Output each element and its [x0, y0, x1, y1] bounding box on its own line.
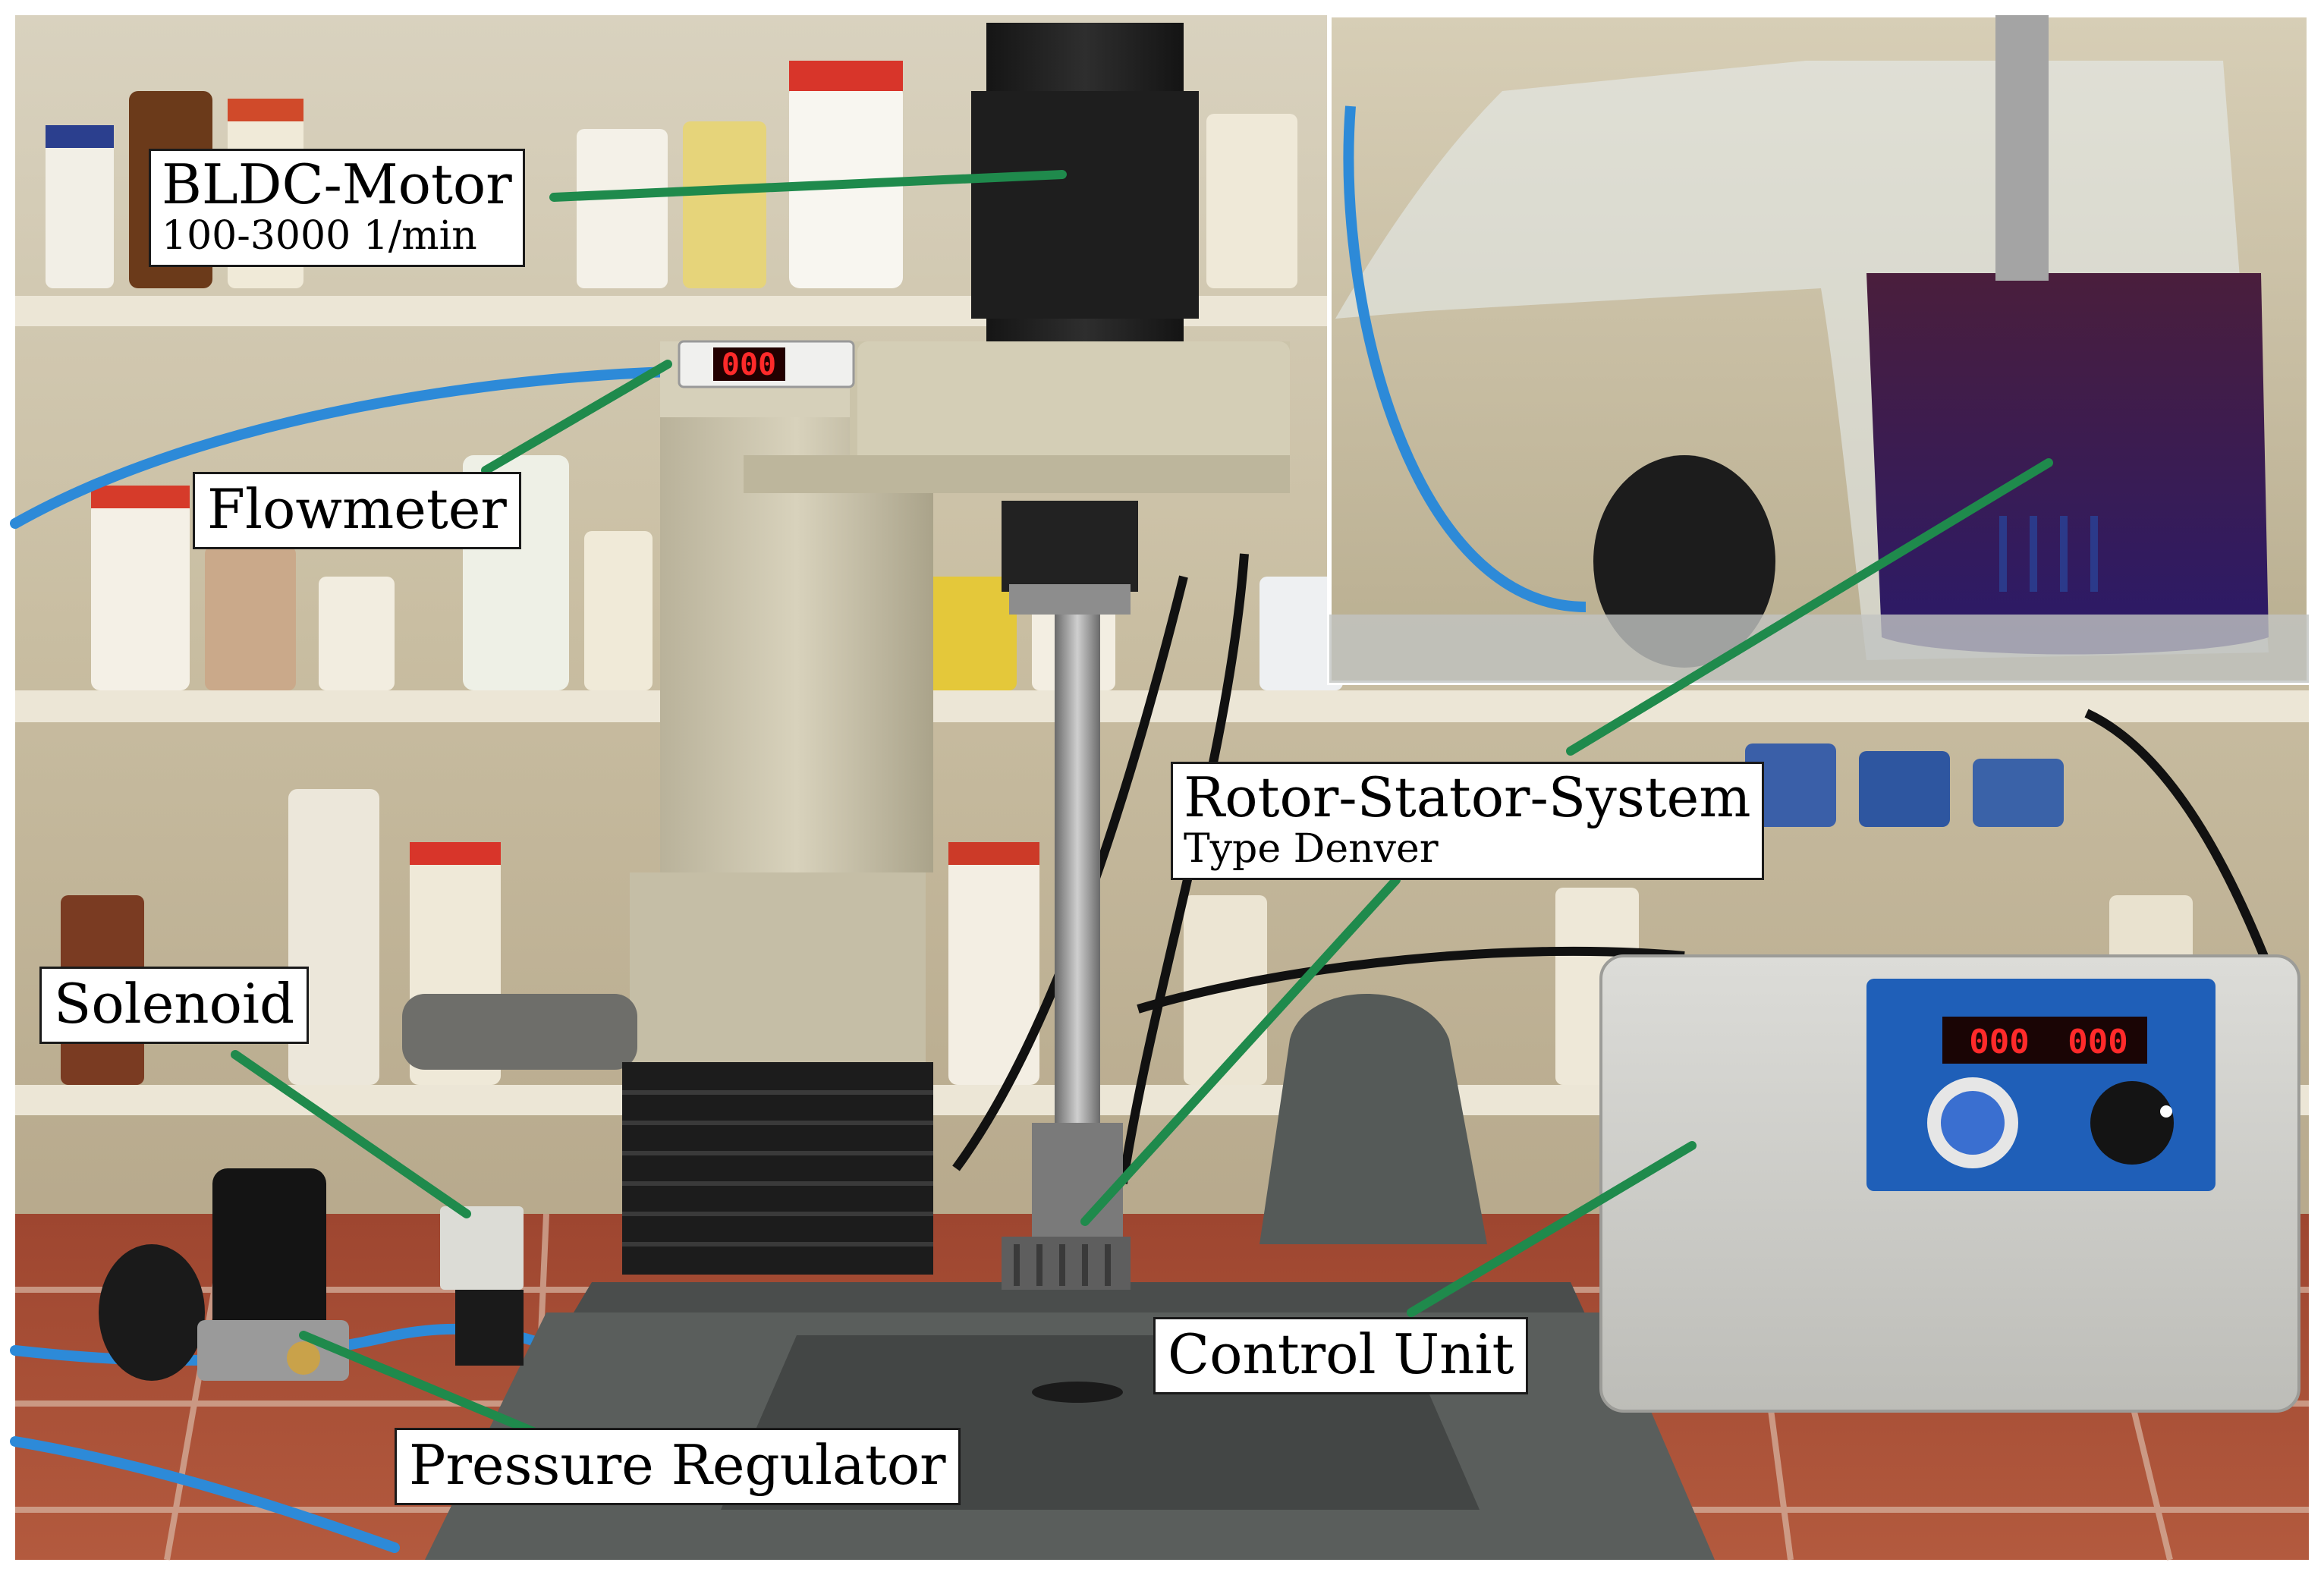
- leader-lines: [231, 170, 2053, 1438]
- leader-control: [1407, 1141, 1697, 1317]
- cover-cup: [1259, 994, 1487, 1244]
- chemical-bottles: [46, 61, 2193, 1085]
- control-unit-label: Control Unit: [1168, 1322, 1514, 1386]
- leader-rotor-inset: [1566, 458, 2053, 756]
- flowmeter-label: Flowmeter: [207, 477, 507, 541]
- bldc-motor-speed-label: 100-3000 1/min: [162, 213, 477, 259]
- callout-solenoid: Solenoid: [39, 967, 310, 1044]
- callout-pressure-regulator: Pressure Regulator: [395, 1428, 961, 1505]
- callout-bldc-motor: BLDC-Motor 100-3000 1/min: [149, 149, 525, 267]
- callout-rotor-stator-system: Rotor-Stator-System Type Denver: [1171, 762, 1764, 880]
- rotor-stator-label: Rotor-Stator-System: [1184, 765, 1751, 829]
- control-unit-box: 000 000: [1599, 954, 2300, 1413]
- leader-flowmeter: [481, 360, 672, 475]
- leader-rotor-stator: [1080, 876, 1401, 1226]
- leader-solenoid: [231, 1050, 471, 1218]
- control-left-readout: 000: [1969, 1023, 2029, 1061]
- leader-pressure: [299, 1331, 543, 1438]
- rotor-type-label: Type Denver: [1184, 826, 1439, 872]
- solenoid-label: Solenoid: [54, 972, 295, 1036]
- bldc-motor: [971, 23, 1199, 615]
- stirrer-stand: [402, 341, 1290, 1275]
- pressure-regulator-device: [99, 1168, 349, 1381]
- flowmeter-device: 000: [678, 340, 855, 388]
- solenoid-valve: [440, 1206, 524, 1366]
- bldc-motor-label: BLDC-Motor: [162, 152, 512, 216]
- pressure-regulator-label: Pressure Regulator: [409, 1433, 946, 1497]
- inset-photo-frame: [1327, 13, 2311, 685]
- rotor-shaft: [1002, 615, 1131, 1290]
- leader-motor: [549, 170, 1067, 202]
- callout-control-unit: Control Unit: [1153, 1317, 1529, 1394]
- control-right-readout: 000: [2068, 1023, 2127, 1061]
- flowmeter-readout: 000: [722, 347, 776, 382]
- callout-flowmeter: Flowmeter: [193, 472, 521, 549]
